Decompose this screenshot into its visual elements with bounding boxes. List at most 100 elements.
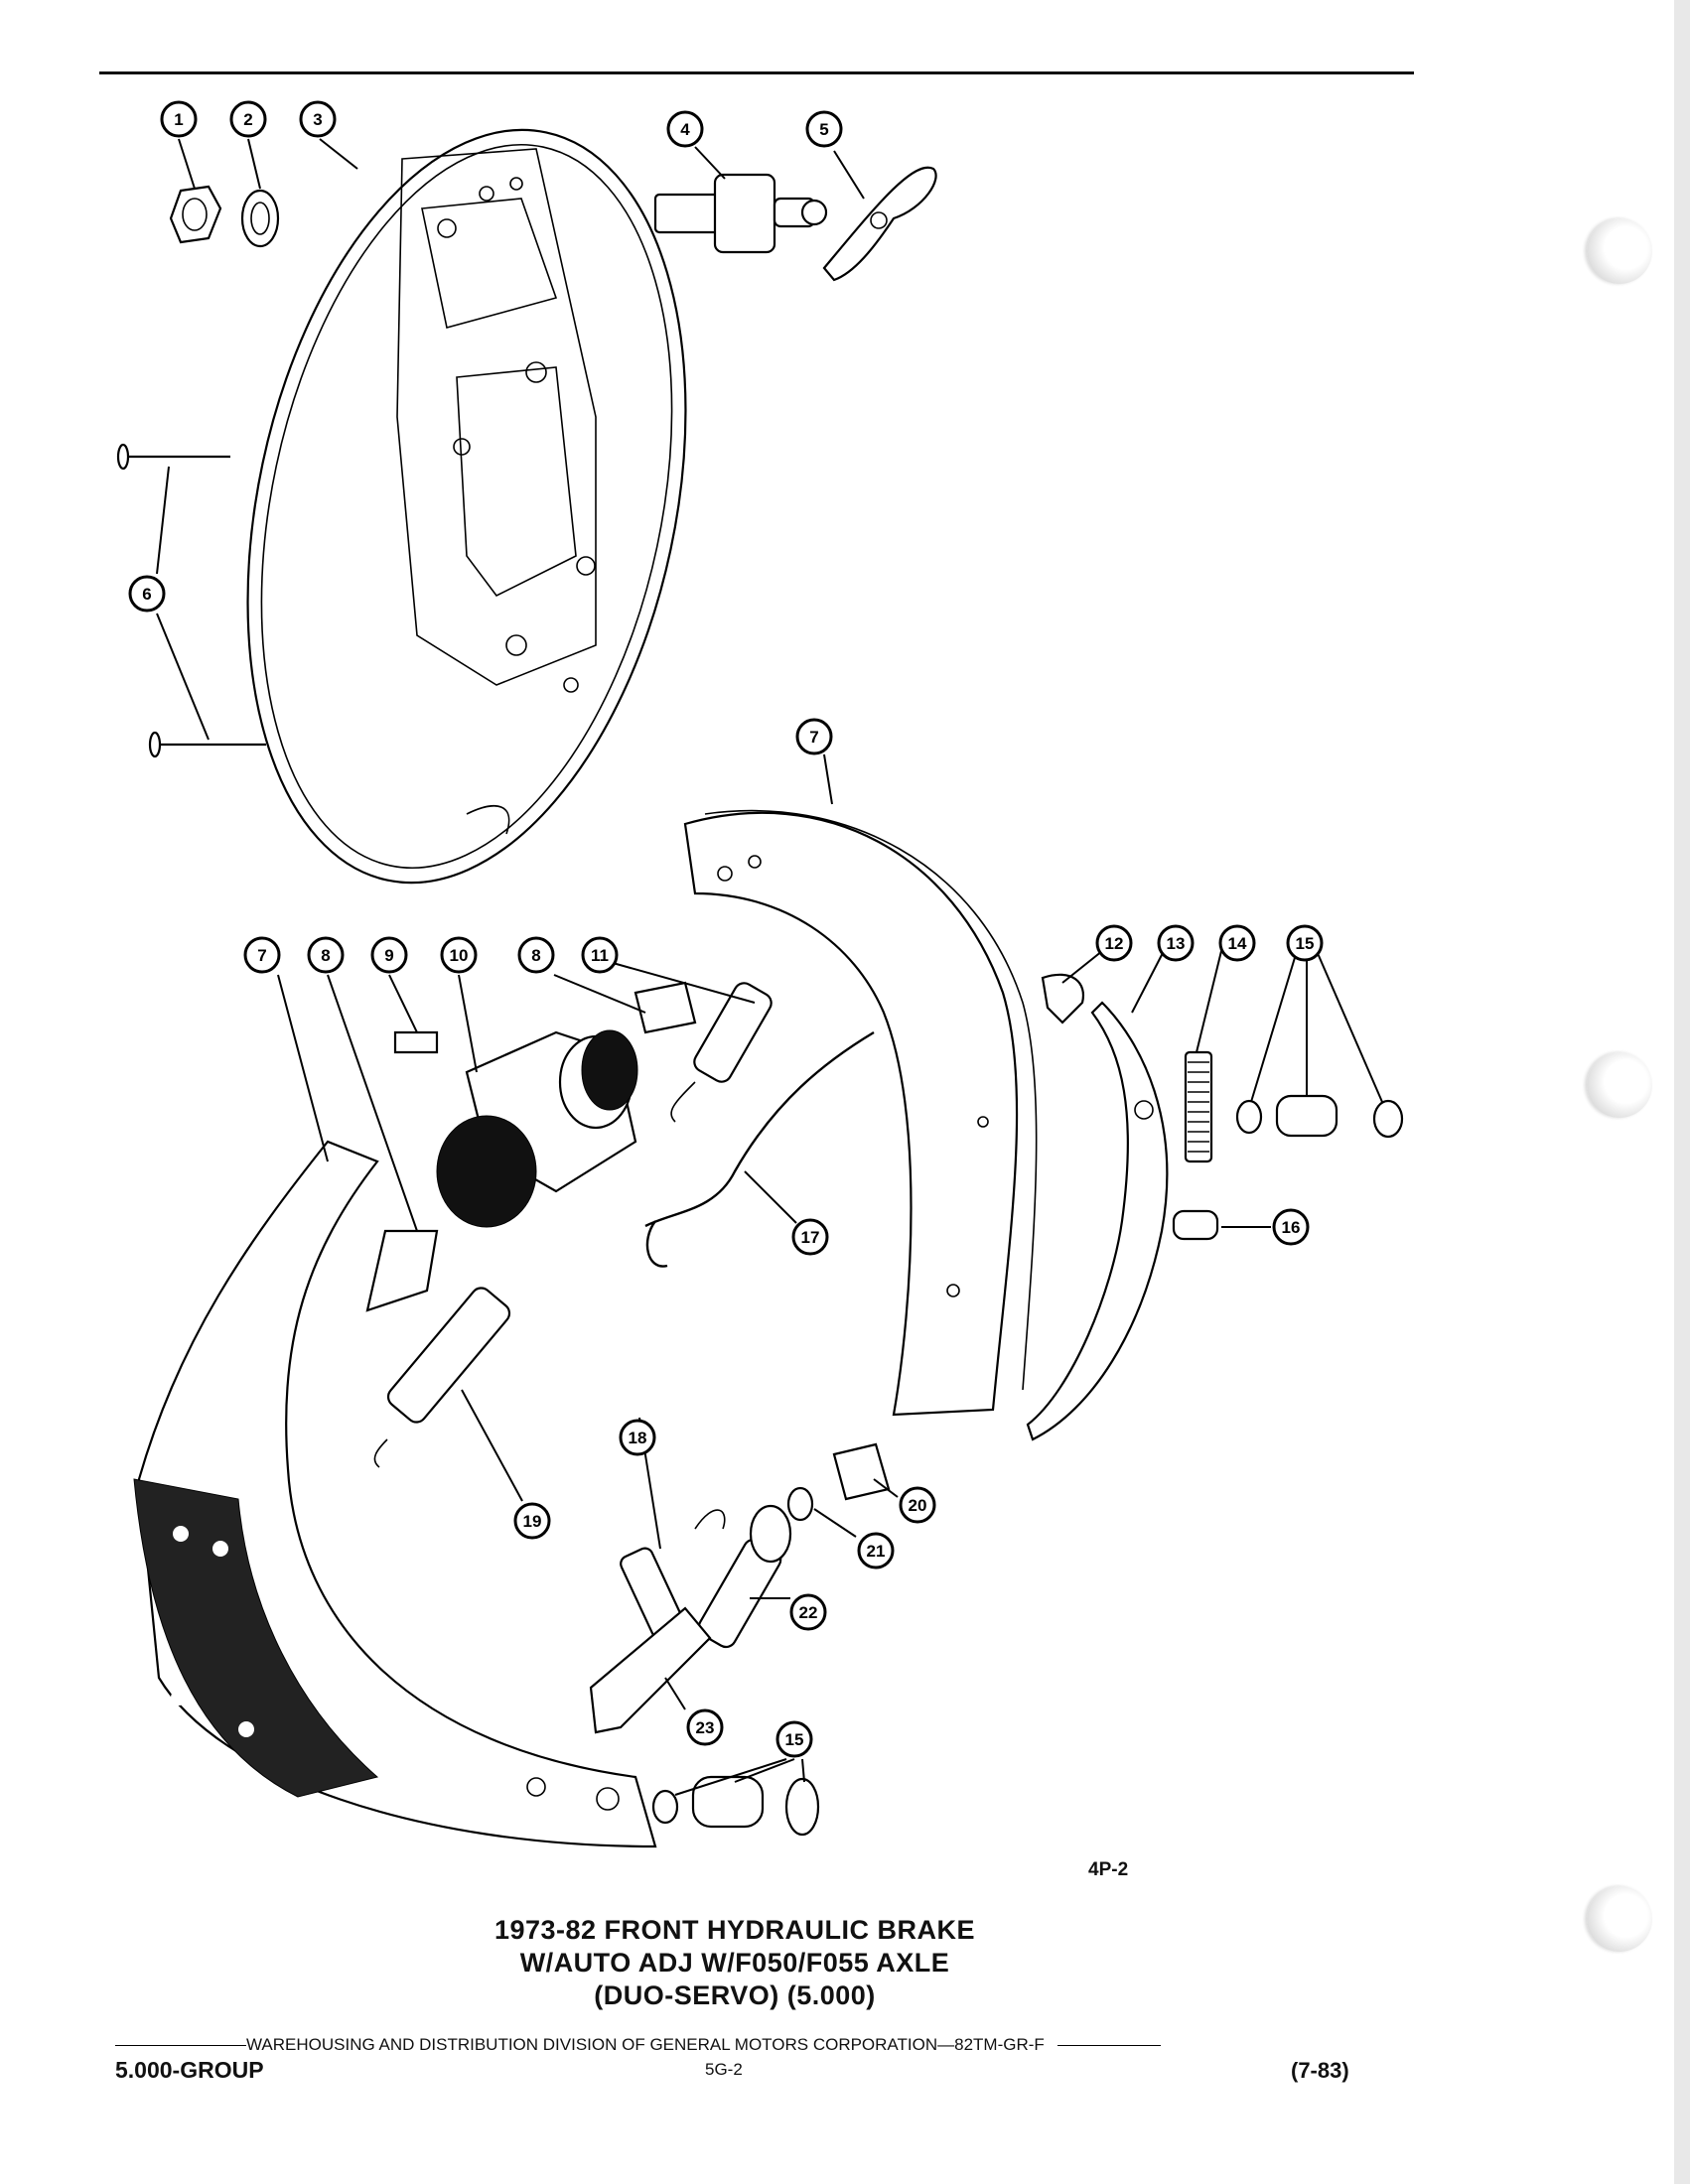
callout-c1: 1 bbox=[160, 100, 198, 138]
backing-plate bbox=[246, 128, 687, 885]
callout-c15a: 15 bbox=[1286, 924, 1324, 962]
callout-c13: 13 bbox=[1157, 924, 1195, 962]
callout-circle bbox=[795, 718, 833, 755]
footer-division-text: WAREHOUSING AND DISTRIBUTION DIVISION OF… bbox=[246, 2035, 1045, 2054]
callout-c23: 23 bbox=[686, 1708, 724, 1746]
callout-c14: 14 bbox=[1218, 924, 1256, 962]
caption-line-2: W/AUTO ADJ W/F050/F055 AXLE bbox=[519, 1948, 950, 1978]
push-rod-lower-part bbox=[365, 1229, 439, 1312]
push-rod-upper-part bbox=[634, 981, 697, 1034]
callout-circle bbox=[513, 1502, 551, 1540]
callout-c8a: 8 bbox=[307, 936, 345, 974]
footer-page-number: 5G-2 bbox=[705, 2060, 743, 2079]
callout-label: 17 bbox=[801, 1228, 820, 1247]
adjusting-screw-part bbox=[697, 1504, 792, 1649]
callout-label: 1 bbox=[174, 110, 183, 129]
callout-circle bbox=[619, 1419, 656, 1456]
callout-c16: 16 bbox=[1272, 1208, 1310, 1246]
callout-circle bbox=[581, 936, 619, 974]
callout-circle bbox=[1286, 924, 1324, 962]
hold-down-pins-part bbox=[116, 443, 266, 758]
callout-label: 9 bbox=[384, 946, 393, 965]
footer-date-code: (7-83) bbox=[1291, 2058, 1349, 2083]
callout-label: 8 bbox=[531, 946, 540, 965]
return-spring-lower-part bbox=[373, 1287, 511, 1468]
callout-c3: 3 bbox=[299, 100, 337, 138]
callout-label: 10 bbox=[450, 946, 469, 965]
callout-label: 12 bbox=[1105, 934, 1124, 953]
callout-c9: 9 bbox=[370, 936, 408, 974]
adjuster-cable-part bbox=[644, 1030, 875, 1268]
callout-c5: 5 bbox=[805, 110, 843, 148]
callout-c7a: 7 bbox=[795, 718, 833, 755]
callout-c7b: 7 bbox=[243, 936, 281, 974]
callout-label: 7 bbox=[257, 946, 266, 965]
callout-label: 15 bbox=[1296, 934, 1315, 953]
footer-group: 5.000-GROUP bbox=[115, 2057, 264, 2083]
binder-hole-top bbox=[1587, 218, 1652, 284]
callout-label: 11 bbox=[591, 946, 609, 965]
callout-label: 23 bbox=[696, 1718, 715, 1737]
callout-circle bbox=[899, 1486, 936, 1524]
callout-circle bbox=[440, 936, 478, 974]
bleeder-fitting-part bbox=[653, 173, 828, 254]
adjuster-link-part bbox=[1041, 973, 1085, 1024]
callout-c17: 17 bbox=[791, 1218, 829, 1256]
callout-label: 20 bbox=[909, 1496, 927, 1515]
spring-16-part bbox=[1172, 1209, 1219, 1241]
callout-circle bbox=[370, 936, 408, 974]
caption-line-1: 1973-82 FRONT HYDRAULIC BRAKE bbox=[493, 1915, 976, 1945]
callout-label: 4 bbox=[680, 120, 690, 139]
callout-circle bbox=[791, 1218, 829, 1256]
callout-label: 2 bbox=[243, 110, 252, 129]
callout-label: 8 bbox=[321, 946, 330, 965]
callout-c12: 12 bbox=[1095, 924, 1133, 962]
top-rule bbox=[99, 71, 1414, 74]
callout-c4: 4 bbox=[666, 110, 704, 148]
hold-down-set-lower bbox=[651, 1775, 820, 1837]
callout-circle bbox=[857, 1532, 895, 1570]
pivot-washer-part bbox=[786, 1486, 814, 1522]
callout-circle bbox=[1272, 1208, 1310, 1246]
callout-label: 16 bbox=[1282, 1218, 1301, 1237]
callout-label: 19 bbox=[523, 1512, 542, 1531]
primary-shoe-part bbox=[133, 1140, 657, 1848]
callout-label: 5 bbox=[819, 120, 828, 139]
adjuster-lever-part bbox=[1026, 1001, 1169, 1441]
callout-circle bbox=[805, 110, 843, 148]
callout-circle bbox=[666, 110, 704, 148]
footer-rule-right bbox=[1056, 2045, 1161, 2047]
bleeder-screw-part bbox=[393, 1030, 439, 1054]
callout-c2: 2 bbox=[229, 100, 267, 138]
callout-c11: 11 bbox=[581, 936, 619, 974]
callout-label: 3 bbox=[313, 110, 322, 129]
callout-c18: 18 bbox=[619, 1419, 656, 1456]
callout-circle bbox=[775, 1720, 813, 1758]
hold-down-set-right bbox=[1235, 1094, 1404, 1139]
adjuster-socket-part bbox=[589, 1606, 712, 1734]
callout-circle bbox=[517, 936, 555, 974]
callout-circle bbox=[229, 100, 267, 138]
secondary-shoe-part bbox=[683, 809, 1038, 1417]
callout-label: 15 bbox=[785, 1730, 804, 1749]
leader-lines bbox=[156, 138, 1383, 1796]
callout-circle bbox=[307, 936, 345, 974]
callout-circle bbox=[160, 100, 198, 138]
drawing-code: 4P-2 bbox=[1088, 1859, 1129, 1880]
callout-label: 18 bbox=[629, 1429, 647, 1447]
nut-part bbox=[169, 185, 222, 244]
callout-c20: 20 bbox=[899, 1486, 936, 1524]
callout-c19: 19 bbox=[513, 1502, 551, 1540]
adjuster-spring-part bbox=[1184, 1050, 1213, 1163]
callout-label: 21 bbox=[867, 1542, 886, 1561]
callout-c10: 10 bbox=[440, 936, 478, 974]
callout-circle bbox=[686, 1708, 724, 1746]
callout-label: 22 bbox=[799, 1603, 818, 1622]
lock-washer-part bbox=[240, 189, 280, 248]
callout-label: 7 bbox=[809, 728, 818, 747]
binder-edge bbox=[1674, 0, 1690, 2184]
callout-label: 14 bbox=[1228, 934, 1247, 953]
binder-hole-middle bbox=[1587, 1052, 1652, 1118]
callout-circle bbox=[243, 936, 281, 974]
